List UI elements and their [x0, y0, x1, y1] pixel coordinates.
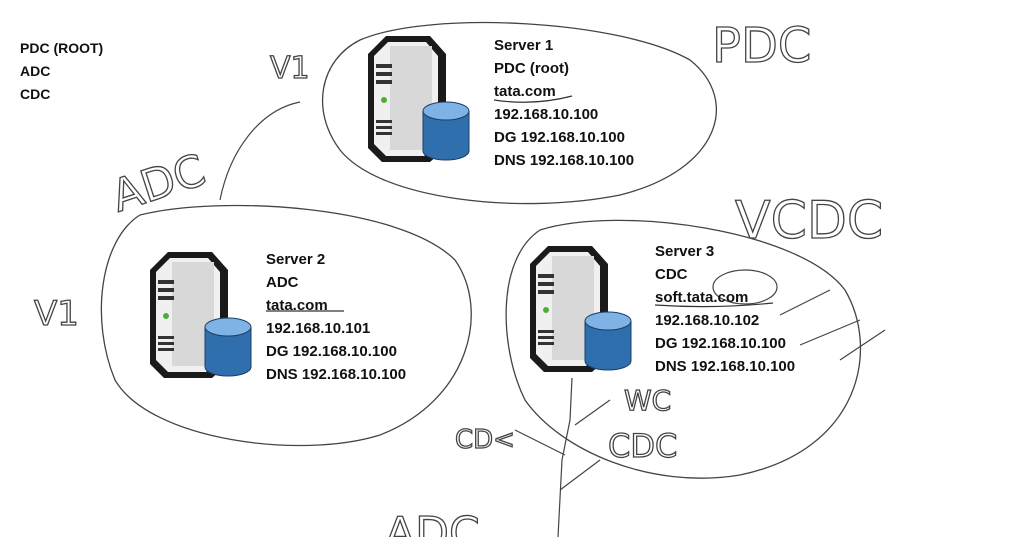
annotation-pdc: PDC: [712, 18, 811, 74]
annotation-cd-partial: CD<: [455, 425, 515, 455]
server-gateway: DG 192.168.10.100: [266, 343, 397, 360]
server-2-icon: [149, 251, 252, 379]
server-3-icon: [529, 245, 632, 373]
annotation-cdc: CDC: [608, 427, 677, 465]
annotation-v1-top: V1: [270, 51, 310, 86]
server-3-ellipse: [505, 219, 862, 479]
server-ip: 192.168.10.101: [266, 320, 371, 337]
annotation-vcdc: VCDC: [735, 191, 883, 251]
arc-stroke: [219, 101, 301, 201]
server-name: Server 3: [655, 243, 715, 260]
server-1-icon: [367, 35, 470, 163]
underline-server-1: [493, 95, 573, 103]
server-role: ADC: [266, 274, 299, 291]
server-dns: DNS 192.168.10.100: [494, 152, 635, 169]
server-ip: 192.168.10.102: [655, 312, 760, 329]
server-domain: tata.com: [266, 297, 328, 314]
annotation-wc: WC: [624, 384, 671, 417]
server-dns: DNS 192.168.10.100: [266, 366, 407, 383]
annotation-v1-left: V1: [34, 294, 79, 334]
legend-item-pdc: PDC (ROOT): [20, 40, 104, 56]
annotation-adc-bottom: ADC: [385, 508, 480, 537]
server-domain: soft.tata.com: [655, 289, 749, 306]
legend-item-cdc: CDC: [20, 86, 51, 102]
server-2-ellipse: [100, 204, 472, 447]
tree-strokes: [514, 289, 886, 537]
circle-around-tata: [712, 269, 778, 305]
server-1-ellipse: [321, 21, 717, 205]
server-gateway: DG 192.168.10.100: [655, 335, 786, 352]
server-name: Server 2: [266, 251, 326, 268]
server-role: CDC: [655, 266, 688, 283]
server-3-details: Server 3 CDC soft.tata.com 192.168.10.10…: [655, 240, 795, 378]
server-domain: tata.com: [494, 83, 556, 100]
server-dns: DNS 192.168.10.100: [655, 358, 796, 375]
server-1-details: Server 1 PDC (root) tata.com 192.168.10.…: [494, 34, 634, 172]
server-2-details: Server 2 ADC tata.com 192.168.10.101 DG …: [266, 248, 406, 386]
server-role: PDC (root): [494, 60, 569, 77]
server-gateway: DG 192.168.10.100: [494, 129, 625, 146]
server-name: Server 1: [494, 37, 554, 54]
role-legend: PDC (ROOT) ADC CDC: [20, 37, 103, 106]
underline-server-3: [654, 302, 774, 308]
legend-item-adc: ADC: [20, 63, 51, 79]
server-ip: 192.168.10.100: [494, 106, 599, 123]
